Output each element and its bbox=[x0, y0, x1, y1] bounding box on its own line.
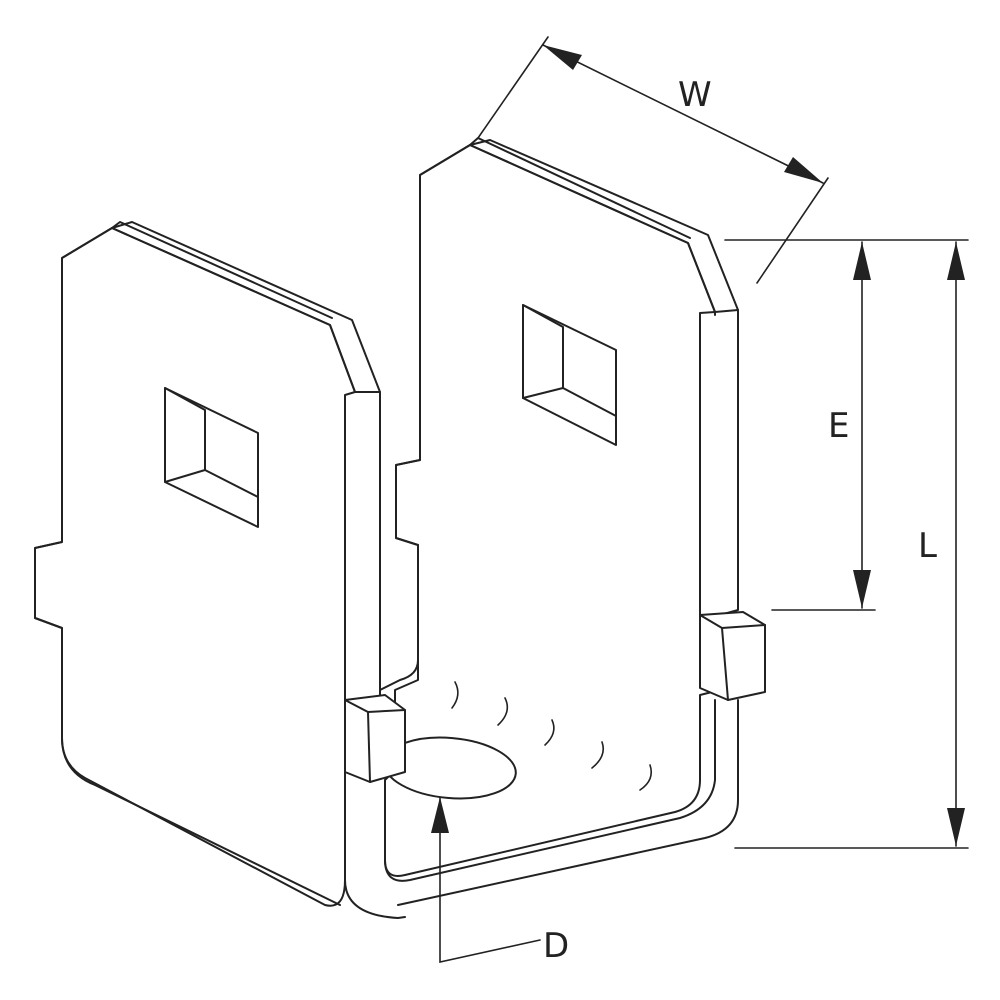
arrow-w-right bbox=[784, 157, 823, 183]
arrow-w-left bbox=[543, 45, 582, 70]
label-w: W bbox=[678, 75, 712, 115]
back-plate-bevel bbox=[419, 139, 739, 313]
arrow-l-top bbox=[947, 242, 965, 280]
arrow-d bbox=[431, 797, 449, 833]
label-l: L bbox=[918, 526, 937, 566]
front-plate-face bbox=[34, 227, 366, 907]
arrow-e-top bbox=[853, 242, 871, 280]
u-floor bbox=[383, 681, 716, 882]
dimension-d: D bbox=[431, 796, 569, 966]
front-plate-edge bbox=[364, 391, 381, 708]
front-window bbox=[164, 387, 259, 528]
front-plate bbox=[34, 221, 406, 919]
label-d: D bbox=[543, 926, 569, 966]
right-tab bbox=[699, 611, 766, 701]
arrow-e-bottom bbox=[853, 570, 871, 608]
dimension-e: E bbox=[724, 239, 969, 611]
label-e: E bbox=[828, 406, 849, 446]
arrow-l-bottom bbox=[947, 808, 965, 846]
left-tab bbox=[344, 694, 406, 783]
front-plate-bevel bbox=[61, 221, 381, 393]
dimension-w: W bbox=[477, 36, 829, 284]
dimension-l: L bbox=[734, 241, 969, 849]
u-bottom-inner bbox=[379, 544, 419, 691]
back-window bbox=[522, 304, 617, 446]
back-plate-notch bbox=[395, 459, 421, 546]
